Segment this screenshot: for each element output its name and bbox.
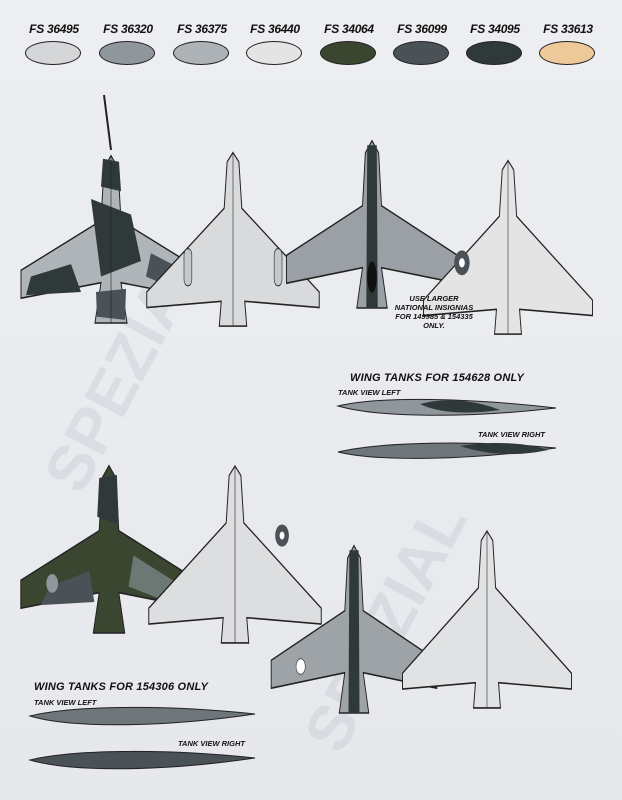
wing-tank-right-top [337,442,557,459]
color-swatch: FS 36375 [170,22,234,74]
aircraft-grey-spine-top-view [270,544,438,714]
color-chip [25,41,81,65]
wing-tank-left-bottom [28,706,256,726]
color-swatch: FS 36440 [243,22,307,74]
insignia-note-line: USE LARGER [409,294,459,303]
insignia-note-line: ONLY. [423,321,445,330]
color-swatch: FS 36495 [22,22,86,74]
aircraft-grey-bottom-view [145,151,321,327]
tank-view-left-caption-bottom: TANK VIEW LEFT [34,698,97,707]
color-swatch: FS 33613 [536,22,600,74]
wing-tanks-caption-top: WING TANKS FOR 154628 ONLY [350,372,525,384]
tank-view-right-caption-bottom: TANK VIEW RIGHT [178,739,245,748]
color-swatch-row: FS 36495 FS 36320 FS 36375 FS 36440 FS 3… [22,22,600,74]
color-chip [320,41,376,65]
wing-tank-right-bottom [28,750,256,770]
color-code: FS 36375 [177,22,227,36]
color-chip [173,41,229,65]
color-swatch: FS 34095 [463,22,527,74]
aircraft-pale-bottom-view [147,465,323,644]
aircraft-light-bottom-view [422,159,594,335]
aircraft-light-bottom-view-2 [401,530,573,709]
color-chip [466,41,522,65]
color-code: FS 36320 [103,22,153,36]
color-swatch: FS 34064 [317,22,381,74]
color-code: FS 34095 [470,22,520,36]
color-code: FS 36440 [250,22,300,36]
aircraft-spine-top-view [285,139,459,309]
wing-tank-left-top [336,398,557,416]
color-chip [539,41,595,65]
color-code: FS 36099 [397,22,447,36]
insignia-note: USE LARGER NATIONAL INSIGNIAS FOR 149985… [394,294,474,330]
color-code: FS 33613 [543,22,593,36]
insignia-note-line: NATIONAL INSIGNIAS [394,303,474,312]
color-swatch: FS 36320 [96,22,160,74]
color-chip [99,41,155,65]
tank-view-left-caption-top: TANK VIEW LEFT [338,388,401,397]
insignia-note-line: FOR 149985 & 154335 [395,312,473,321]
color-swatch: FS 36099 [390,22,454,74]
color-code: FS 34064 [324,22,374,36]
wing-tanks-caption-bottom: WING TANKS FOR 154306 ONLY [34,681,209,693]
color-chip [393,41,449,65]
color-code: FS 36495 [29,22,79,36]
color-chip [246,41,302,65]
tank-view-right-caption-top: TANK VIEW RIGHT [478,430,545,439]
